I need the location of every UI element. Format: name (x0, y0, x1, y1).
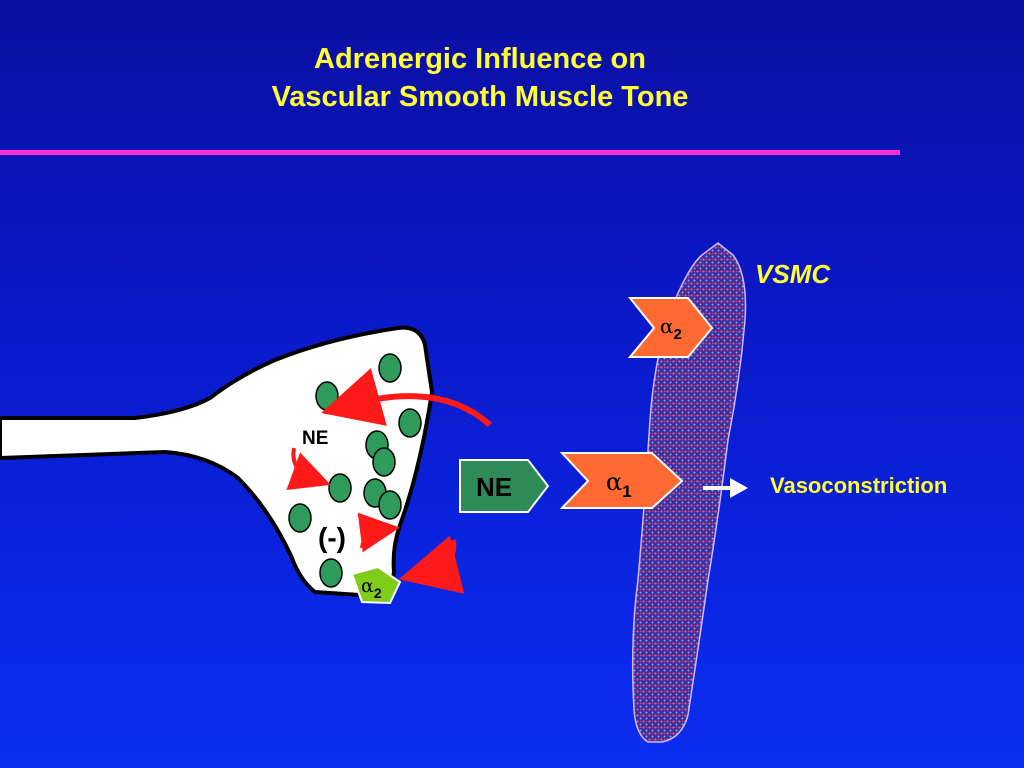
alpha-symbol: α (606, 468, 622, 496)
vasoconstriction-label: Vasoconstriction (770, 473, 947, 498)
effect-arrow-head (730, 478, 748, 498)
vesicle (288, 503, 312, 533)
nerve-ne-label: NE (302, 428, 328, 449)
vesicle (398, 408, 422, 438)
vesicle (328, 473, 352, 503)
release-arrow (286, 447, 331, 490)
inhibition-arrow (357, 512, 400, 553)
alpha-subscript: 2 (674, 326, 682, 343)
presynaptic-alpha2-receptor (350, 565, 402, 605)
slide-title: Adrenergic Influence on Vascular Smooth … (0, 40, 960, 116)
alpha-subscript: 2 (374, 585, 382, 601)
vsmc-alpha2-receptor (627, 297, 714, 358)
feedback-arrow (398, 535, 465, 594)
alpha1-label: α1 (606, 468, 632, 501)
cleft-ne-label: NE (476, 472, 512, 502)
title-divider (0, 150, 900, 155)
cleft-ne-box (459, 459, 550, 513)
vesicle (378, 490, 402, 520)
presynaptic-alpha2-label: α2 (361, 575, 382, 601)
alpha-subscript: 1 (622, 482, 631, 501)
vesicle (378, 353, 402, 383)
title-line-2: Vascular Smooth Muscle Tone (271, 81, 689, 113)
nerve-terminal (0, 325, 434, 598)
title-line-1: Adrenergic Influence on (314, 43, 646, 75)
vesicle (319, 558, 343, 588)
reuptake-arrow (321, 368, 493, 428)
vesicle (315, 381, 339, 411)
vsmc-alpha2-label: α2 (660, 314, 682, 343)
alpha1-receptor (559, 452, 684, 509)
alpha-symbol: α (660, 314, 674, 338)
vsmc-cell (631, 242, 747, 743)
vsmc-label: VSMC (755, 259, 831, 289)
alpha-symbol: α (361, 575, 374, 597)
inhibition-label: (-) (318, 522, 346, 553)
vesicle (372, 447, 396, 477)
